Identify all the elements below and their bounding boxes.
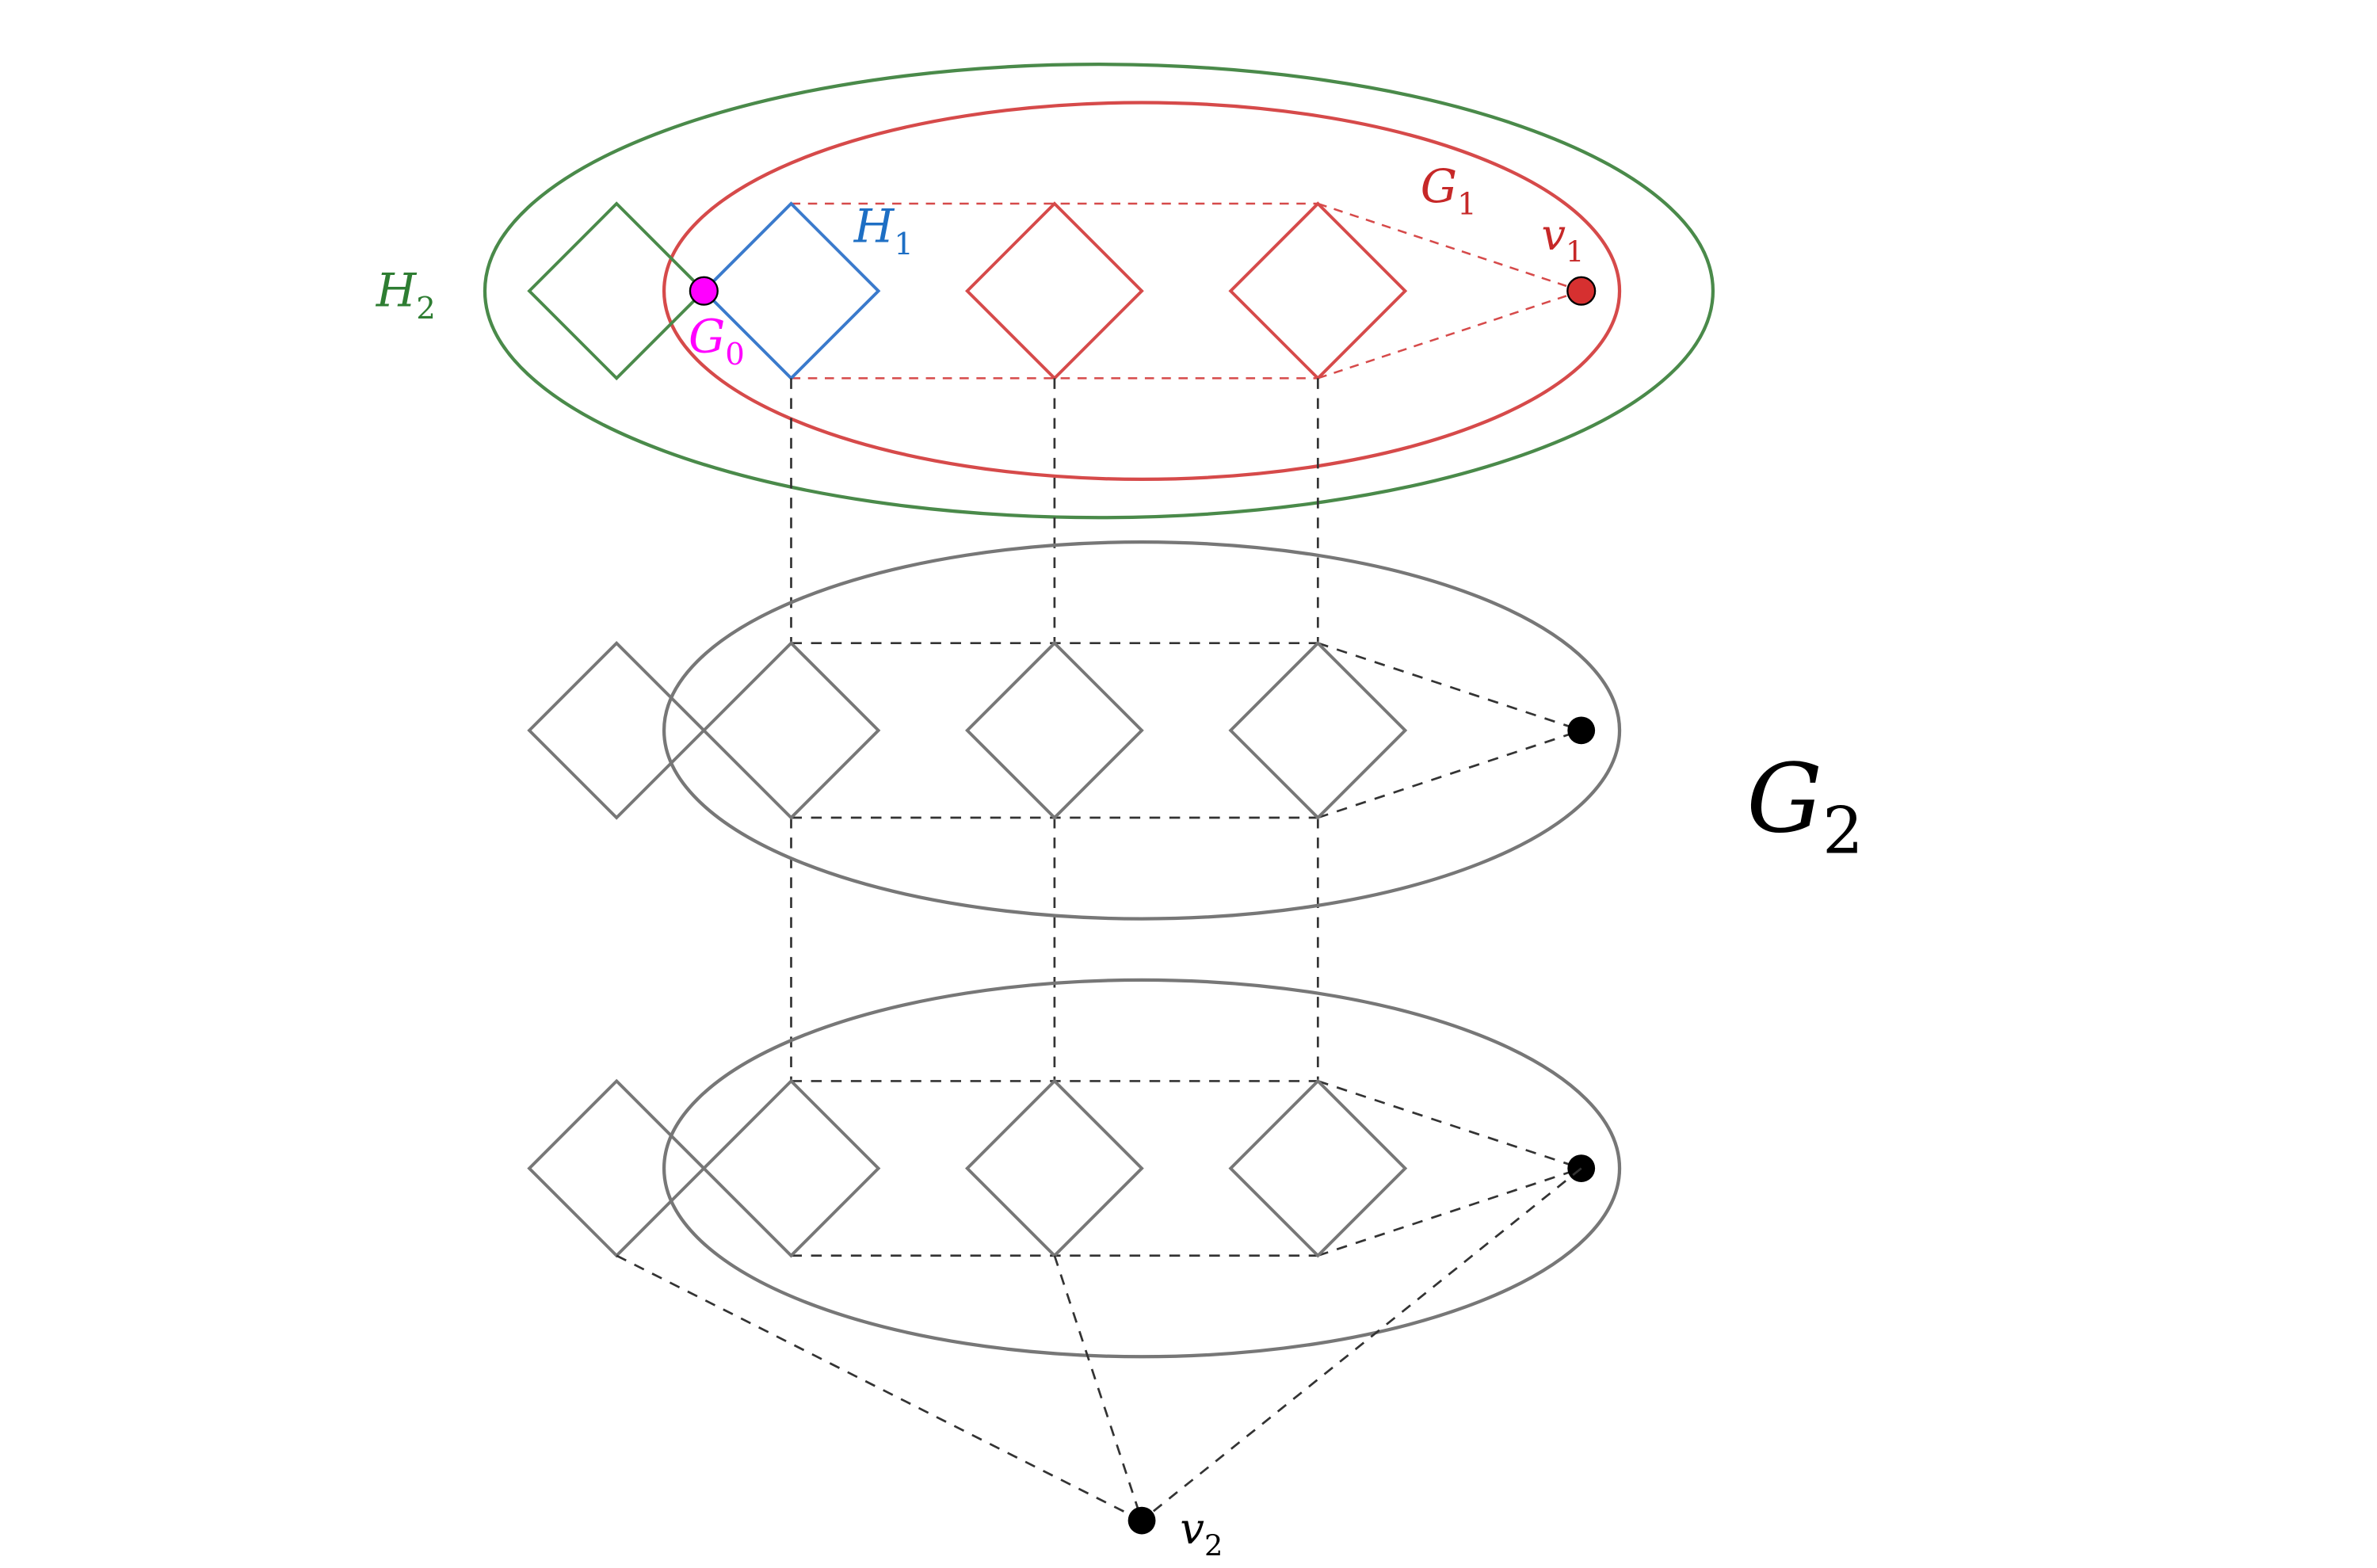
middle-dashed-edges: [791, 642, 1582, 819]
middle-layer: [527, 540, 1622, 921]
g1-ellipse: [662, 101, 1622, 482]
v1-vertex: [1566, 276, 1597, 306]
bottom-layer: [527, 978, 1622, 1359]
middle-ellipse: [662, 540, 1622, 921]
middle-diamond-2: [701, 640, 881, 820]
bottom-diamond-1: [527, 1078, 707, 1258]
label-h1: H1: [853, 199, 914, 261]
g1-dashed-edges: [791, 202, 1582, 380]
bottom-diamond-3: [965, 1078, 1144, 1258]
label-v1: v1: [1541, 210, 1584, 269]
v2-edges: [616, 1167, 1582, 1522]
bottom-diamond-2: [701, 1078, 881, 1258]
vertical-connectors: [790, 378, 1319, 1082]
label-h2: H2: [376, 264, 436, 326]
label-v2: v2: [1180, 1504, 1223, 1562]
bottom-diamond-4: [1228, 1078, 1408, 1258]
label-g2: G2: [1746, 744, 1863, 868]
top-layer: H2 H1 G0 G1 v1: [376, 63, 1715, 520]
v2-vertex: [1127, 1506, 1156, 1535]
label-g0: G0: [689, 310, 745, 372]
label-g1: G1: [1421, 159, 1477, 222]
red-diamond-3: [1228, 201, 1408, 381]
h2-diamond: [527, 201, 707, 381]
middle-diamond-4: [1228, 640, 1408, 820]
h2-ellipse: [483, 63, 1715, 520]
middle-diamond-1: [527, 640, 707, 820]
middle-vertex: [1567, 716, 1596, 745]
middle-diamond-3: [965, 640, 1144, 820]
bottom-ellipse: [662, 978, 1622, 1359]
g0-vertex: [689, 276, 719, 306]
red-diamond-2: [965, 201, 1144, 381]
bottom-dashed-edges: [791, 1080, 1582, 1257]
